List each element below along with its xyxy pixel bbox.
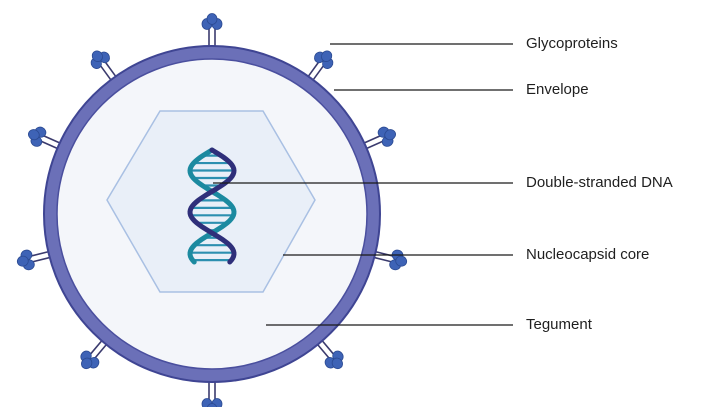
- label-envelope: Envelope: [526, 81, 589, 99]
- label-glycoproteins: Glycoproteins: [526, 35, 618, 53]
- label-nucleocapsid-core: Nucleocapsid core: [526, 246, 649, 264]
- label-double-stranded-dna: Double-stranded DNA: [526, 174, 673, 192]
- label-tegument: Tegument: [526, 316, 592, 334]
- glycoprotein-spike-icon: [202, 14, 222, 49]
- glycoprotein-spike-icon: [202, 380, 222, 407]
